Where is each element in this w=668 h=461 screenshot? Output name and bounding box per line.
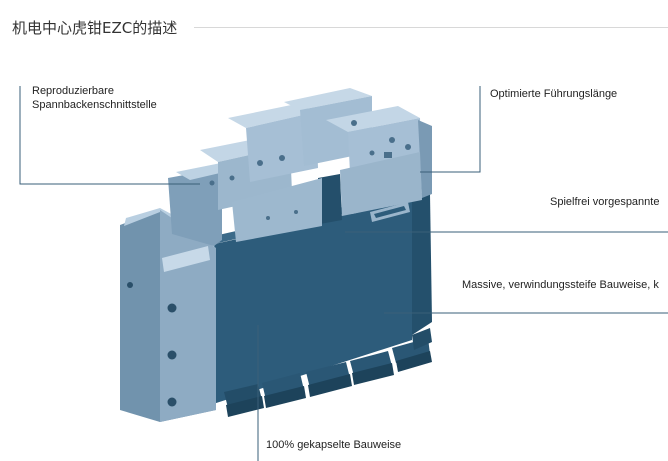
vise-illustration (19, 86, 668, 461)
page-header: 机电中心虎钳EZC的描述 (0, 0, 668, 50)
callout-reproduzierbar-line1: Reproduzierbare (32, 85, 114, 97)
callout-massiv: Massive, verwindungssteife Bauweise, k (462, 279, 659, 291)
callout-lines (19, 86, 668, 461)
callout-spielfrei: Spielfrei vorgespannte (550, 196, 660, 208)
vise-feet (224, 328, 432, 417)
left-jaw (168, 104, 322, 246)
callout-reproduzierbar-line2: Spannbackenschnittstelle (32, 99, 157, 111)
vise-end-block (120, 208, 216, 422)
right-jaw (284, 88, 432, 222)
callout-line-fuehrung (420, 86, 481, 173)
vise-diagram: Reproduzierbare Spannbackenschnittstelle… (0, 50, 668, 461)
callout-reproduzierbar: Reproduzierbare Spannbackenschnittstelle (32, 84, 157, 112)
page-title: 机电中心虎钳EZC的描述 (12, 19, 178, 37)
callout-line-reproduzierbar (19, 86, 200, 185)
callout-fuehrung: Optimierte Führungslänge (490, 88, 618, 100)
callout-gekapselt: 100% gekapselte Bauweise (266, 439, 402, 451)
title-divider (194, 27, 668, 28)
